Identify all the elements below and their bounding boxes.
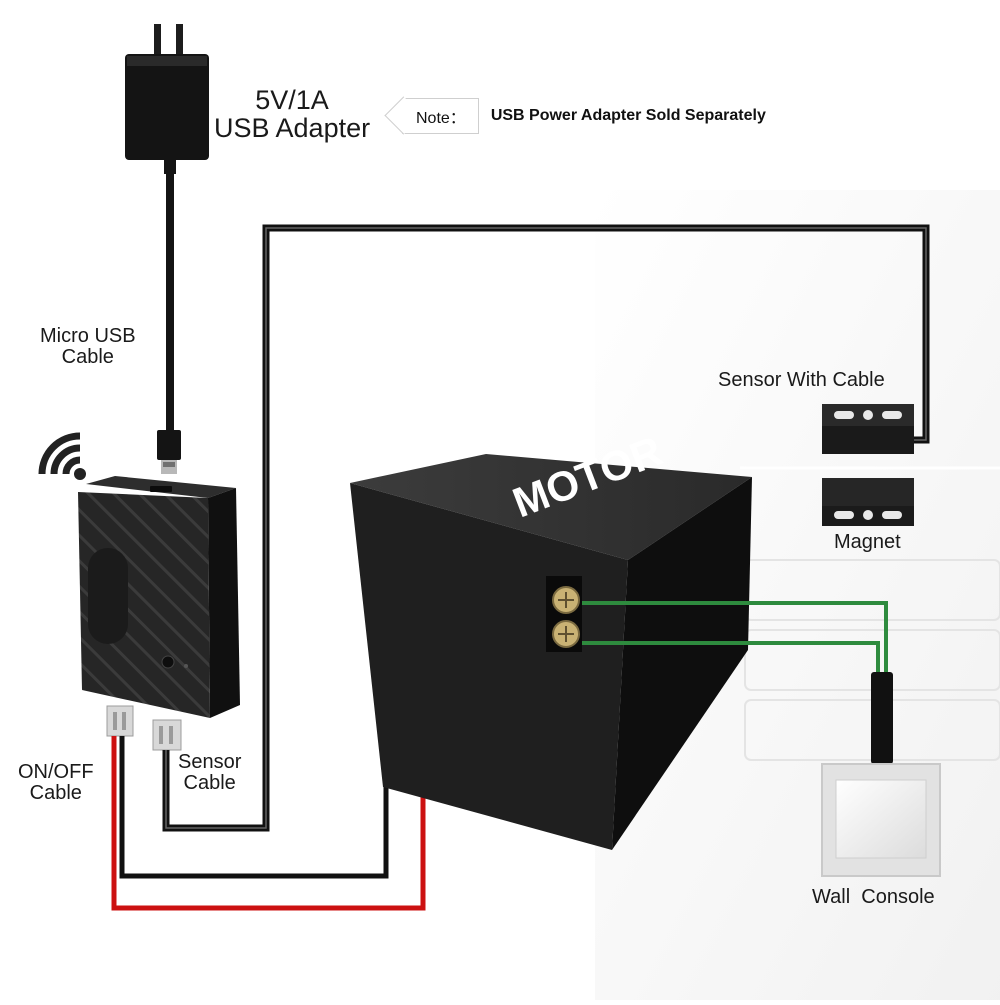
onoff-connector xyxy=(106,705,134,737)
green-wire-lower xyxy=(582,641,880,676)
micro-usb-line1: Micro USB xyxy=(40,325,136,347)
note-label: Note： xyxy=(416,110,466,127)
sensor-cable-line2: Cable xyxy=(183,772,236,794)
adapter-name-text: USB Adapter xyxy=(214,113,371,144)
magnet-label: Magnet xyxy=(834,531,901,553)
usb-adapter-label: 5V/1A USB Adapter xyxy=(214,86,370,143)
reed-sensor xyxy=(822,404,914,454)
sensor-cable-wire xyxy=(162,224,930,832)
note-message: USB Power Adapter Sold Separately xyxy=(490,107,766,124)
micro-usb-cable xyxy=(157,172,181,474)
sensor-cable-label: Sensor Cable xyxy=(178,752,241,794)
wall-console-label: Wall Console xyxy=(812,886,935,908)
wifi-garage-controller xyxy=(78,476,240,718)
wifi-icon xyxy=(38,432,86,480)
sensor-connector xyxy=(152,719,182,751)
onoff-line2: Cable xyxy=(29,782,82,804)
adapter-spec-text: 5V/1A xyxy=(255,85,329,115)
wall-switch xyxy=(821,672,941,877)
sensor-cable-line1: Sensor xyxy=(178,751,242,773)
magnet-block xyxy=(822,478,914,526)
green-wire-upper xyxy=(582,601,888,676)
onoff-line1: ON/OFF xyxy=(18,761,94,783)
sensor-with-cable-label: Sensor With Cable xyxy=(718,369,885,391)
micro-usb-line2: Cable xyxy=(61,346,114,368)
onoff-cable-label: ON/OFF Cable xyxy=(18,762,94,804)
terminal-block xyxy=(546,576,582,652)
note-callout: Note： USB Power Adapter Sold Separately xyxy=(384,96,766,135)
micro-usb-label: Micro USB Cable xyxy=(40,326,136,368)
usb-adapter-plug xyxy=(125,24,209,174)
garage-door-motor: MOTOR xyxy=(350,427,752,850)
note-box: Note： xyxy=(384,96,479,135)
